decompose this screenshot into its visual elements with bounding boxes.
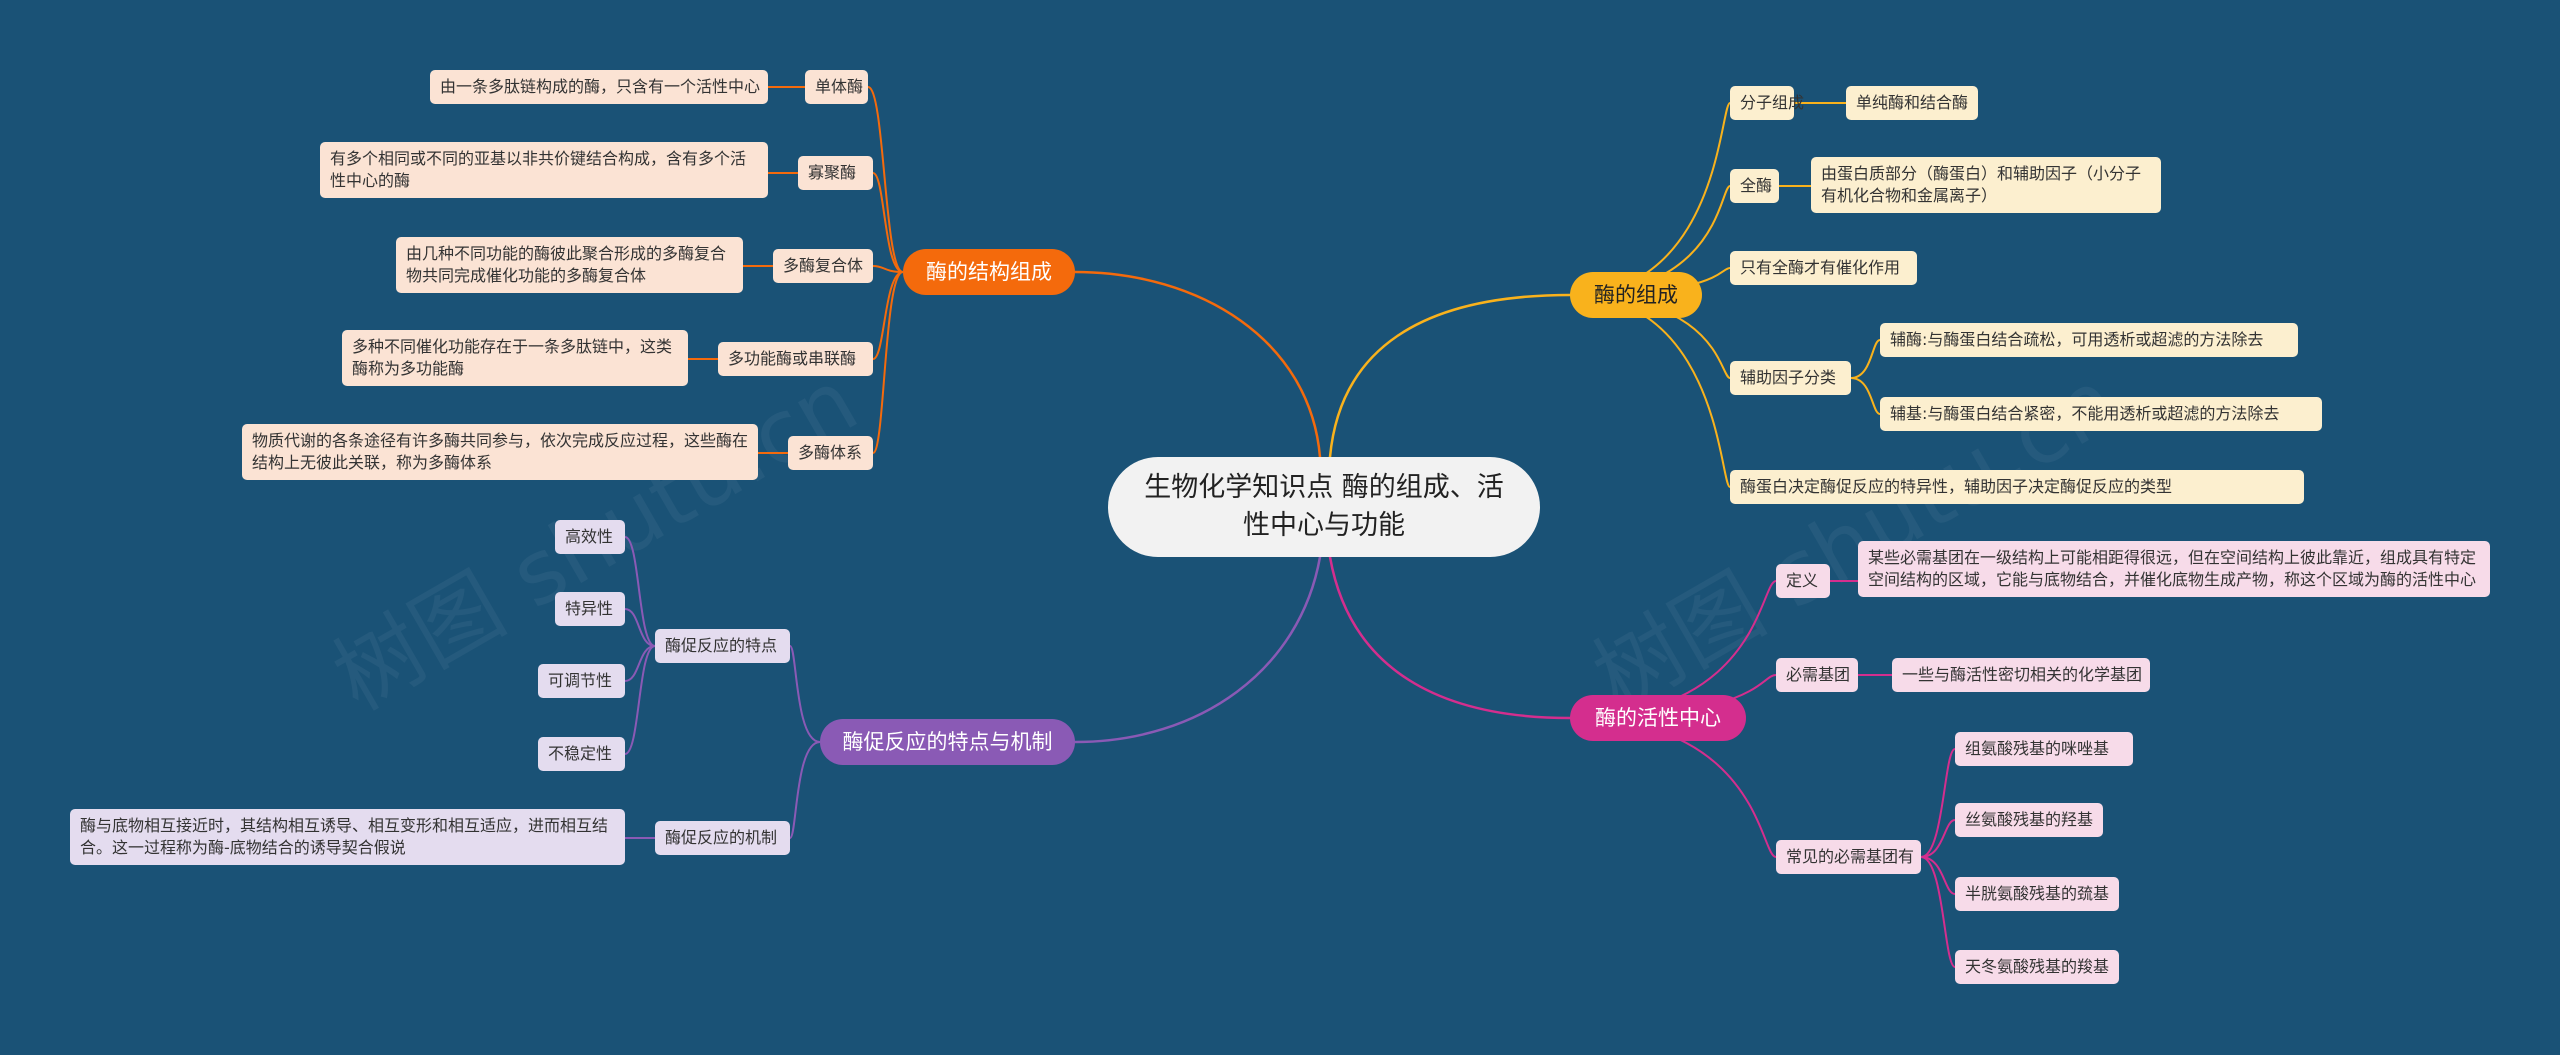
- label-cofactor-classification[interactable]: 辅助因子分类: [1730, 361, 1851, 395]
- branch-structure[interactable]: 酶的结构组成: [903, 249, 1075, 295]
- desc-monomeric-enzyme: 由一条多肽链构成的酶，只含有一个活性中心: [430, 70, 768, 104]
- desc-multifunctional-enzyme: 多种不同催化功能存在于一条多肽链中，这类酶称为多功能酶: [342, 330, 688, 386]
- branch-composition[interactable]: 酶的组成: [1570, 272, 1702, 318]
- desc-induced-fit: 酶与底物相互接近时，其结构相互诱导、相互变形和相互适应，进而相互结合。这一过程称…: [70, 809, 625, 865]
- feature-instability[interactable]: 不稳定性: [538, 737, 625, 771]
- note-holoenzyme-only: 只有全酶才有催化作用: [1730, 251, 1917, 285]
- label-molecular-composition[interactable]: 分子组成: [1730, 86, 1804, 120]
- label-multifunctional-enzyme[interactable]: 多功能酶或串联酶: [718, 342, 873, 376]
- feature-specificity[interactable]: 特异性: [555, 592, 625, 626]
- label-essential-groups[interactable]: 必需基团: [1776, 658, 1858, 692]
- branch-mechanism[interactable]: 酶促反应的特点与机制: [820, 719, 1075, 765]
- label-oligomeric-enzyme[interactable]: 寡聚酶: [798, 156, 873, 190]
- desc-oligomeric-enzyme: 有多个相同或不同的亚基以非共价键结合构成，含有多个活性中心的酶: [320, 142, 768, 198]
- desc-holoenzyme: 由蛋白质部分（酶蛋白）和辅助因子（小分子有机化合物和金属离子）: [1811, 157, 2161, 213]
- branch-active-site[interactable]: 酶的活性中心: [1570, 695, 1746, 741]
- desc-prosthetic-group: 辅基:与酶蛋白结合紧密，不能用透析或超滤的方法除去: [1880, 397, 2322, 431]
- desc-coenzyme: 辅酶:与酶蛋白结合疏松，可用透析或超滤的方法除去: [1880, 323, 2298, 357]
- label-holoenzyme[interactable]: 全酶: [1730, 169, 1779, 203]
- group-aspartate-carboxyl: 天冬氨酸残基的羧基: [1955, 950, 2119, 984]
- feature-regulatable[interactable]: 可调节性: [538, 664, 625, 698]
- feature-high-efficiency[interactable]: 高效性: [555, 520, 625, 554]
- label-reaction-mechanism[interactable]: 酶促反应的机制: [655, 821, 790, 855]
- desc-multienzyme-system: 物质代谢的各条途径有许多酶共同参与，依次完成反应过程，这些酶在结构上无彼此关联，…: [242, 424, 758, 480]
- desc-multienzyme-complex: 由几种不同功能的酶彼此聚合形成的多酶复合物共同完成催化功能的多酶复合体: [396, 237, 743, 293]
- desc-molecular-composition: 单纯酶和结合酶: [1846, 86, 1978, 120]
- desc-definition: 某些必需基团在一级结构上可能相距得很远，但在空间结构上彼此靠近，组成具有特定空间…: [1858, 541, 2490, 597]
- desc-essential-groups: 一些与酶活性密切相关的化学基团: [1892, 658, 2150, 692]
- label-reaction-features[interactable]: 酶促反应的特点: [655, 629, 790, 663]
- group-histidine-imidazole: 组氨酸残基的咪唑基: [1955, 732, 2133, 766]
- label-multienzyme-complex[interactable]: 多酶复合体: [773, 249, 873, 283]
- center-topic[interactable]: 生物化学知识点 酶的组成、活性中心与功能: [1108, 457, 1540, 557]
- label-common-essential-groups[interactable]: 常见的必需基团有: [1776, 840, 1921, 874]
- label-definition[interactable]: 定义: [1776, 564, 1830, 598]
- group-serine-hydroxyl: 丝氨酸残基的羟基: [1955, 803, 2103, 837]
- label-multienzyme-system[interactable]: 多酶体系: [788, 436, 873, 470]
- note-specificity-determination: 酶蛋白决定酶促反应的特异性，辅助因子决定酶促反应的类型: [1730, 470, 2304, 504]
- label-monomeric-enzyme[interactable]: 单体酶: [805, 70, 868, 104]
- group-cysteine-sulfhydryl: 半胱氨酸残基的巯基: [1955, 877, 2119, 911]
